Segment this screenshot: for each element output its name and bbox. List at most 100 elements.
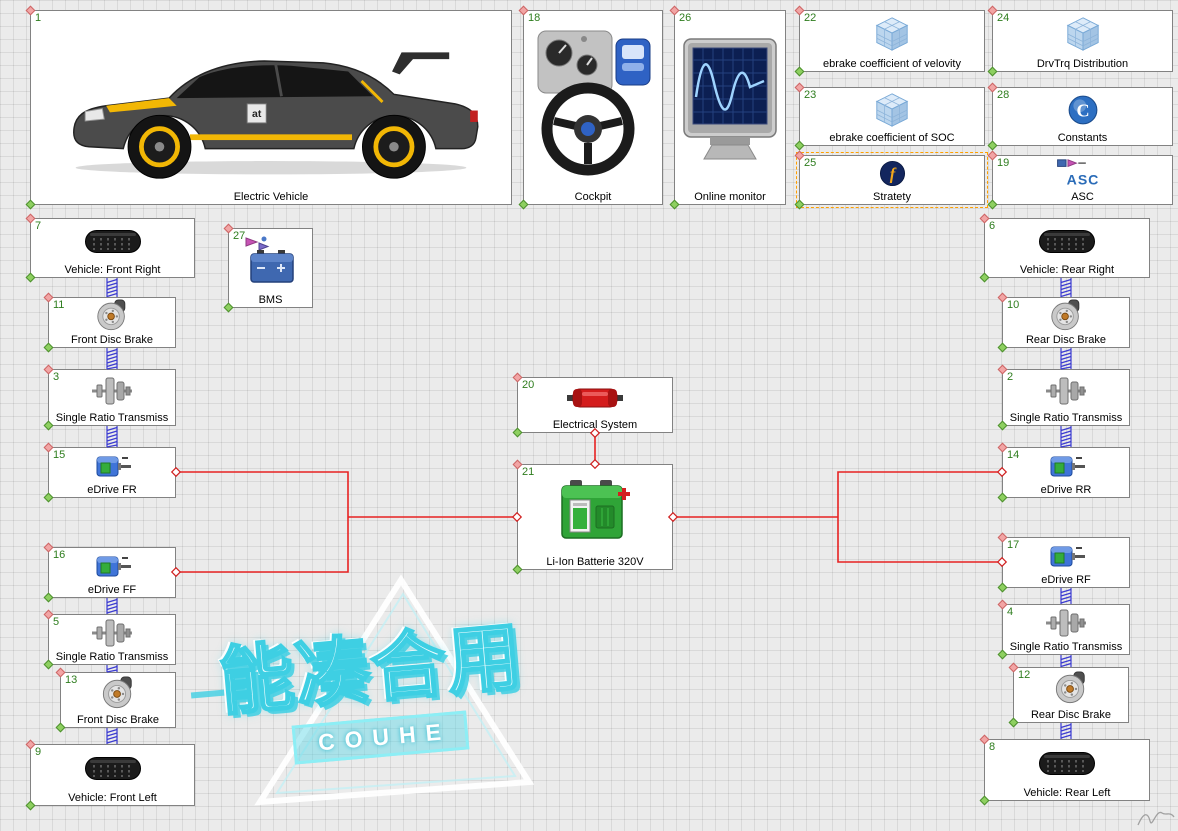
- block-number: 1: [35, 12, 42, 24]
- block-20-electrical-system[interactable]: 20 Electrical System: [512, 372, 673, 438]
- block-label: Electrical System: [552, 419, 638, 431]
- constants-icon: C: [994, 89, 1171, 130]
- block-label: Single Ratio Transmiss: [55, 412, 169, 424]
- block-1-electric-vehicle[interactable]: 1 at Electric Vehicle: [25, 5, 512, 210]
- block-number: 12: [1018, 669, 1031, 681]
- block-label: Single Ratio Transmiss: [1009, 641, 1123, 653]
- block-23-ebrake-coefficient-of-soc[interactable]: 23 ebrake coefficient of SOC: [794, 82, 985, 151]
- block-number: 19: [997, 157, 1010, 169]
- block-number: 7: [35, 220, 42, 232]
- block-number: 26: [679, 12, 692, 24]
- block-number: 17: [1007, 539, 1020, 551]
- asc-icon: ASC: [994, 157, 1171, 189]
- block-10-rear-disc-brake[interactable]: 10 Rear Disc Brake: [997, 292, 1130, 353]
- block-label: Li-Ion Batterie 320V: [546, 556, 644, 568]
- block-12-rear-disc-brake[interactable]: 12 Rear Disc Brake: [1008, 662, 1129, 728]
- block-label: DrvTrq Distribution: [1036, 58, 1129, 70]
- block-label: Vehicle: Front Right: [64, 264, 161, 276]
- block-4-single-ratio-transmiss[interactable]: 4 Single Ratio Transmiss: [997, 599, 1130, 660]
- block-number: 20: [522, 379, 535, 391]
- block-label: Stratety: [873, 191, 911, 203]
- block-label: Front Disc Brake: [77, 714, 159, 726]
- battery-icon: [519, 466, 671, 554]
- block-22-ebrake-coefficient-of-velovity[interactable]: 22 ebrake coefficient of velovity: [794, 5, 985, 77]
- svg-text:C: C: [1076, 100, 1089, 120]
- block-26-online-monitor[interactable]: 26 Online monitor: [669, 5, 786, 210]
- block-6-vehicle-rear-right[interactable]: 6 Vehicle: Rear Right: [979, 213, 1150, 283]
- block-label: eDrive RR: [1040, 484, 1092, 496]
- block-17-edrive-rf[interactable]: 17 eDrive RF: [997, 532, 1130, 593]
- block-label: Online monitor: [694, 191, 766, 203]
- block-label: eDrive FF: [87, 584, 137, 596]
- svg-text:at: at: [252, 109, 262, 120]
- block-label: Vehicle: Rear Right: [1019, 264, 1115, 276]
- block-number: 8: [989, 741, 996, 753]
- block-number: 28: [997, 89, 1010, 101]
- block-number: 24: [997, 12, 1010, 24]
- block-label: Single Ratio Transmiss: [55, 651, 169, 663]
- edrive-icon: [1004, 539, 1128, 572]
- block-14-edrive-rr[interactable]: 14 eDrive RR: [997, 442, 1130, 503]
- block-label: eDrive FR: [87, 484, 137, 496]
- block-21-li-ion-batterie-320v[interactable]: 21 Li-Ion Batterie 320V: [512, 459, 673, 575]
- block-label: Vehicle: Rear Left: [1023, 787, 1111, 799]
- block-3-single-ratio-transmiss[interactable]: 3 Single Ratio Transmiss: [43, 364, 176, 431]
- block-24-drvtrq-distribution[interactable]: 24 DrvTrq Distribution: [987, 5, 1173, 77]
- block-7-vehicle-front-right[interactable]: 7 Vehicle: Front Right: [25, 213, 195, 283]
- block-11-front-disc-brake[interactable]: 11 Front Disc Brake: [43, 292, 176, 353]
- block-label: Cockpit: [574, 191, 612, 203]
- block-number: 6: [989, 220, 996, 232]
- block-label: BMS: [258, 294, 283, 306]
- online-monitor-icon: [676, 12, 784, 189]
- edrive-icon: [50, 549, 174, 582]
- block-15-edrive-fr[interactable]: 15 eDrive FR: [43, 442, 176, 503]
- block-25-stratety[interactable]: 25 f Stratety: [794, 150, 988, 210]
- block-label: Rear Disc Brake: [1025, 334, 1107, 346]
- block-9-vehicle-front-left[interactable]: 9 Vehicle: Front Left: [25, 739, 195, 811]
- block-27-bms[interactable]: 27 BMS: [223, 223, 313, 313]
- svg-text:ASC: ASC: [1066, 171, 1099, 187]
- block-number: 3: [53, 371, 60, 383]
- transmission-icon: [50, 616, 174, 649]
- block-19-asc[interactable]: 19 ASC ASC: [987, 150, 1173, 210]
- block-number: 10: [1007, 299, 1020, 311]
- block-label: Front Disc Brake: [71, 334, 153, 346]
- function-icon: f: [801, 157, 983, 189]
- edrive-icon: [50, 449, 174, 482]
- transmission-icon: [1004, 371, 1128, 410]
- block-number: 5: [53, 616, 60, 628]
- block-13-front-disc-brake[interactable]: 13 Front Disc Brake: [55, 667, 176, 733]
- corner-signature: [1137, 811, 1175, 826]
- block-5-single-ratio-transmiss[interactable]: 5 Single Ratio Transmiss: [43, 609, 176, 670]
- block-number: 22: [804, 12, 817, 24]
- block-label: Constants: [1057, 132, 1108, 144]
- block-number: 16: [53, 549, 66, 561]
- block-28-constants[interactable]: 28 C Constants: [987, 82, 1173, 151]
- block-label: ASC: [1071, 191, 1094, 203]
- map-cube-icon: [994, 12, 1171, 56]
- block-number: 2: [1007, 371, 1014, 383]
- tire-icon: [986, 220, 1148, 262]
- block-number: 25: [804, 157, 817, 169]
- block-16-edrive-ff[interactable]: 16 eDrive FF: [43, 542, 176, 603]
- disc-brake-icon: [62, 674, 174, 712]
- block-number: 14: [1007, 449, 1020, 461]
- block-label: Vehicle: Front Left: [68, 792, 157, 804]
- map-cube-icon: [801, 12, 983, 56]
- block-number: 15: [53, 449, 66, 461]
- electrical-system-icon: [519, 379, 671, 417]
- block-number: 27: [233, 230, 246, 242]
- block-number: 18: [528, 12, 541, 24]
- block-8-vehicle-rear-left[interactable]: 8 Vehicle: Rear Left: [979, 734, 1150, 806]
- edrive-icon: [1004, 449, 1128, 482]
- block-18-cockpit[interactable]: 18 Cockpit: [518, 5, 663, 210]
- block-2-single-ratio-transmiss[interactable]: 2 Single Ratio Transmiss: [997, 364, 1130, 431]
- block-number: 21: [522, 466, 535, 478]
- block-label: Rear Disc Brake: [1030, 709, 1112, 721]
- block-label: Electric Vehicle: [233, 191, 309, 203]
- tire-icon: [32, 220, 193, 262]
- block-number: 13: [65, 674, 78, 686]
- electric-vehicle-icon: at: [32, 12, 510, 189]
- svg-text:f: f: [889, 164, 896, 183]
- block-label: eDrive RF: [1041, 574, 1091, 586]
